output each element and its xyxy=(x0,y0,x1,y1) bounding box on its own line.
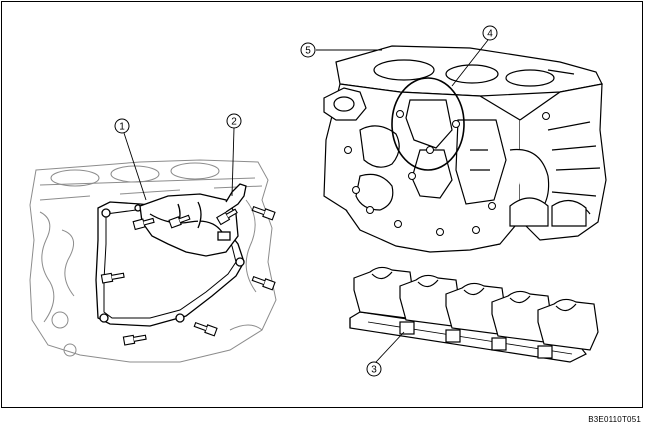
left-block-view xyxy=(29,159,277,363)
highlight-circle xyxy=(391,77,465,171)
callout-1-label: 1 xyxy=(119,122,125,133)
callout-4-marker xyxy=(482,25,498,41)
bolts-left xyxy=(100,205,276,346)
callout-2-label: 2 xyxy=(231,117,237,128)
callout-4-label: 4 xyxy=(487,29,493,40)
cylinder-block xyxy=(323,45,607,253)
callout-1-marker xyxy=(114,118,130,134)
figure-border xyxy=(1,1,643,408)
block-bolt-holes xyxy=(344,110,550,236)
callout-5-marker xyxy=(300,42,316,58)
callout-5-label: 5 xyxy=(305,46,311,57)
figure-code: B3E0110T051 xyxy=(588,415,641,424)
callouts: 1 2 3 4 5 xyxy=(114,25,498,377)
callout-3-label: 3 xyxy=(371,365,377,376)
callout-3-marker xyxy=(366,361,382,377)
bearing-cap-assembly xyxy=(349,266,599,363)
callout-2-marker xyxy=(226,113,242,129)
